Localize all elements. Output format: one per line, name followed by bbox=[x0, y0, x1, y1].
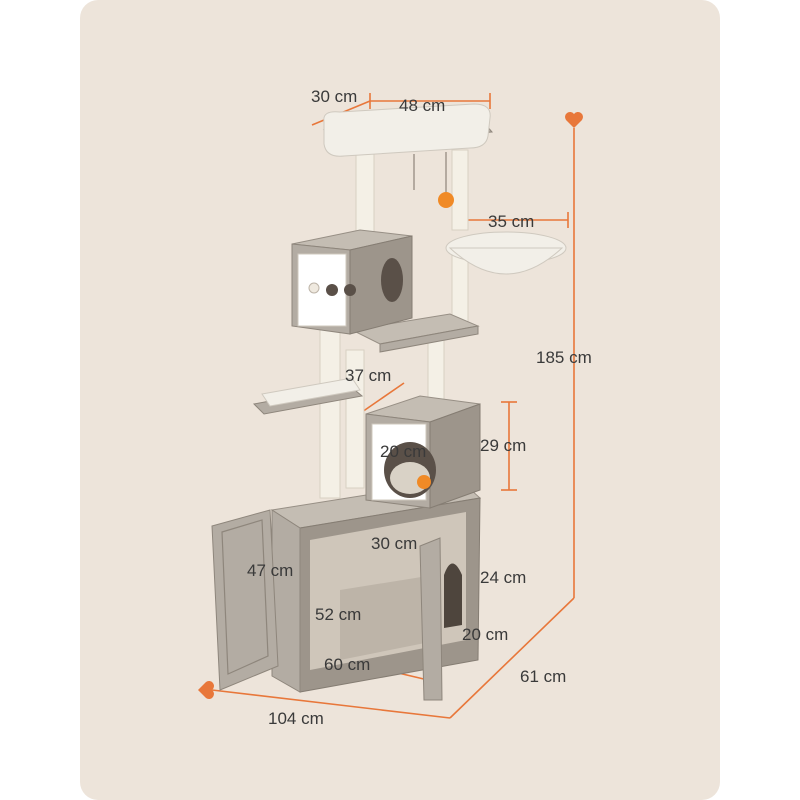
toy-ball bbox=[417, 475, 431, 489]
panel-peephole bbox=[344, 284, 356, 296]
label-box-width: 30 cm bbox=[371, 534, 417, 553]
dim-total-width-line bbox=[211, 689, 451, 719]
panel-peephole bbox=[308, 282, 320, 294]
box-side bbox=[429, 403, 481, 509]
upper-box-panel bbox=[297, 253, 347, 327]
label-top-width: 48 cm bbox=[399, 96, 445, 115]
label-box-height: 29 cm bbox=[480, 436, 526, 455]
label-box-opening: 20 cm bbox=[380, 442, 426, 461]
label-total-width: 104 cm bbox=[268, 709, 324, 728]
cabinet-floor bbox=[340, 574, 440, 660]
label-top-depth: 30 cm bbox=[311, 87, 357, 106]
cabinet-door-right bbox=[419, 537, 443, 701]
label-inner-depth: 52 cm bbox=[315, 605, 361, 624]
cat-tree bbox=[211, 103, 567, 701]
sisal-post bbox=[355, 149, 375, 236]
dim-platform-line bbox=[361, 382, 405, 413]
heart-icon bbox=[565, 112, 583, 128]
dim-total-depth-line bbox=[449, 597, 575, 719]
panel-peephole bbox=[326, 284, 338, 296]
label-cabinet-width: 60 cm bbox=[324, 655, 370, 674]
label-cabinet-height: 47 cm bbox=[247, 561, 293, 580]
label-side-opening-width: 20 cm bbox=[462, 625, 508, 644]
top-perch-cushion bbox=[323, 103, 491, 157]
platform-plush bbox=[261, 377, 361, 407]
label-total-height: 185 cm bbox=[536, 348, 592, 367]
toy-ball bbox=[438, 192, 454, 208]
sisal-post bbox=[451, 149, 469, 231]
middle-platform-edge bbox=[379, 325, 479, 353]
upper-box-side-opening bbox=[381, 258, 403, 302]
dimension-labels: 30 cm 48 cm 35 cm 185 cm 37 cm 29 cm 20 … bbox=[247, 87, 592, 728]
hammock-basket bbox=[448, 247, 564, 275]
label-platform-depth: 37 cm bbox=[345, 366, 391, 385]
heart-icon bbox=[198, 681, 214, 699]
label-side-opening-height: 24 cm bbox=[480, 568, 526, 587]
cabinet-door-left bbox=[211, 509, 279, 691]
door-panel bbox=[221, 519, 269, 675]
sisal-post bbox=[319, 329, 341, 499]
label-hammock-width: 35 cm bbox=[488, 212, 534, 231]
side-opening bbox=[444, 563, 462, 628]
label-total-depth: 61 cm bbox=[520, 667, 566, 686]
